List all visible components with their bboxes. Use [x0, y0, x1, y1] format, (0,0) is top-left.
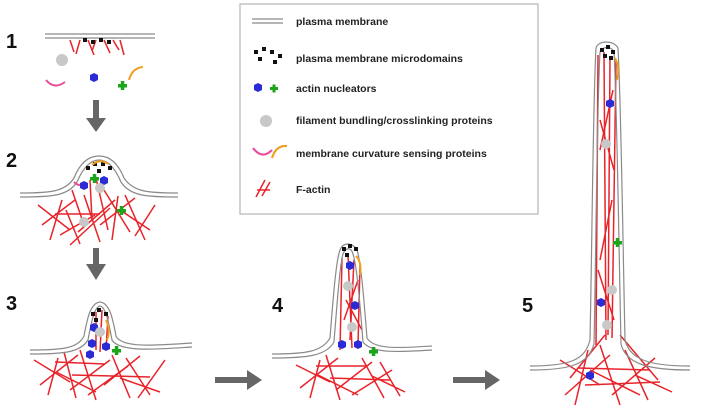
stage-1-microdomains [83, 38, 111, 44]
stage-3-microdomains [91, 308, 108, 322]
stage-4-nucleator-green [369, 347, 378, 356]
step-number-4: 4 [272, 295, 284, 317]
stage-4 [271, 243, 433, 401]
step-number-2: 2 [6, 150, 17, 172]
stage-4-curvature-orange [355, 255, 362, 276]
step-number-1: 1 [6, 31, 17, 53]
stage-4-actin [295, 254, 406, 401]
stage-4-membrane [271, 243, 433, 359]
stage-2-bundling-protein-2 [79, 217, 89, 227]
stage-3-membrane [29, 301, 193, 355]
stage-1-membrane [45, 33, 155, 39]
stage-3-nucleator-blue-3 [102, 342, 110, 351]
stage-5-microdomains [600, 45, 615, 60]
stage-3-actin [33, 309, 166, 401]
stage-2-nucleator-blue [80, 181, 88, 190]
legend-label-bundling-proteins: filament bundling/crosslinking proteins [296, 115, 493, 127]
stage-5-nucleator-green [613, 238, 622, 247]
stage-3-nucleator-blue-4 [86, 350, 94, 359]
stage-3-nucleator-blue-2 [88, 339, 96, 348]
legend-label-plasma-membrane: plasma membrane [296, 16, 388, 28]
stage-5-bundling-protein-3 [602, 320, 612, 330]
legend-box [239, 3, 539, 215]
legend-label-f-actin: F-actin [296, 184, 330, 196]
stage-4-nucleator-blue-3 [338, 340, 346, 349]
stage-4-nucleator-blue-4 [354, 340, 362, 349]
stage-1-bundling-protein [56, 54, 68, 66]
stage-1-nucleator-blue [90, 73, 98, 82]
step-number-5: 5 [522, 295, 533, 317]
actin-nucleators-icon [254, 83, 278, 93]
legend-label-microdomains: plasma membrane microdomains [296, 53, 463, 65]
stage-2 [19, 155, 179, 246]
stage-3-curvature-orange [105, 319, 110, 341]
microdomains-icon [254, 47, 282, 64]
stage-5-nucleator-blue [606, 99, 614, 108]
stage-4-nucleator-blue [346, 261, 354, 270]
stage-5-bundling-protein [601, 139, 611, 149]
stage-1-curvature-orange [128, 66, 144, 81]
stage-2-membrane [19, 155, 179, 198]
step-number-3: 3 [6, 293, 17, 315]
bundling-protein-icon [260, 115, 272, 127]
stage-2-nucleator-green [90, 174, 99, 183]
stage-2-nucleator-green-2 [117, 206, 126, 215]
stage-4-bundling-protein-2 [343, 281, 353, 291]
legend-label-curvature-proteins: membrane curvature sensing proteins [296, 148, 487, 160]
arrow-step2-to-step3 [86, 248, 106, 280]
stage-5 [529, 41, 691, 406]
arrow-step4-to-step5 [453, 370, 500, 390]
plasma-membrane-icon [252, 18, 283, 24]
arrow-step3-to-step4 [215, 370, 262, 390]
stage-1-nucleator-green [118, 81, 127, 90]
stage-3-nucleator-green [112, 346, 121, 355]
stage-4-bundling-protein [347, 322, 357, 332]
arrow-step1-to-step2 [86, 100, 106, 132]
stage-2-curvature-orange [91, 160, 109, 166]
f-actin-icon [255, 179, 271, 198]
stage-4-nucleator-blue-2 [351, 301, 359, 310]
legend: plasma membrane plasma membrane microdom… [239, 3, 539, 215]
stage-2-nucleator-blue-2 [100, 176, 108, 185]
stage-1 [45, 33, 155, 90]
stage-2-bundling-protein [95, 183, 105, 193]
stage-3 [29, 301, 193, 401]
stage-5-nucleator-blue-2 [597, 298, 605, 307]
curvature-protein-icon [252, 144, 288, 159]
legend-label-actin-nucleators: actin nucleators [296, 83, 377, 95]
stage-5-curvature-orange [614, 57, 620, 81]
stage-1-actin [69, 39, 125, 56]
stage-5-bundling-protein-2 [607, 285, 617, 295]
stage-5-nucleator-blue-3 [586, 371, 594, 380]
stage-4-microdomains [342, 244, 358, 257]
stage-1-curvature-pink [45, 79, 66, 87]
stage-3-bundling-protein [95, 327, 105, 337]
